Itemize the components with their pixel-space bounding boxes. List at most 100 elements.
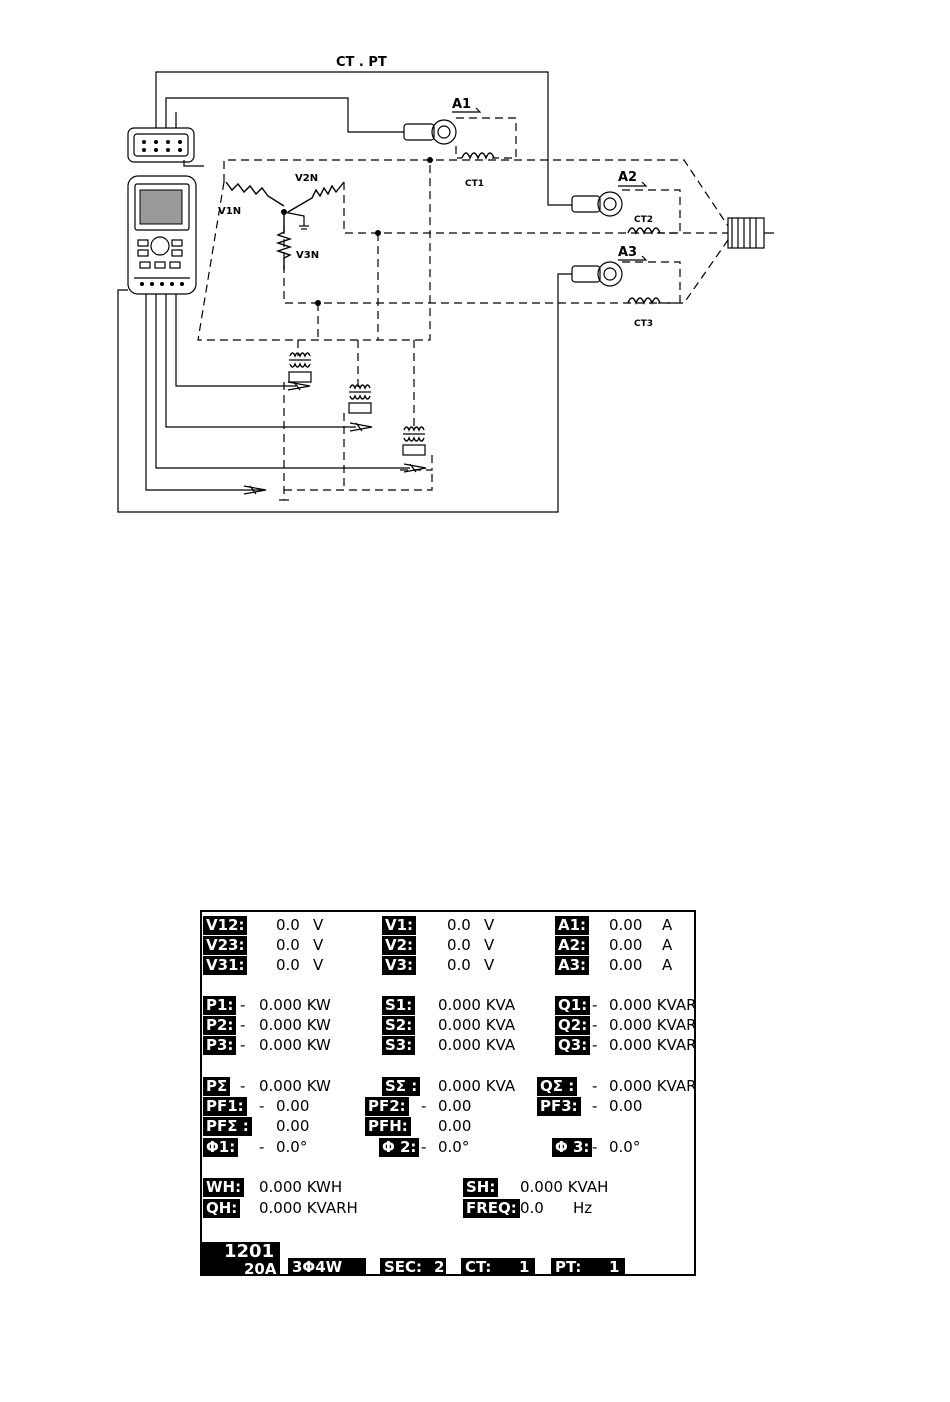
qh-label: QH:	[203, 1199, 241, 1218]
v31-value: 0.0	[276, 956, 300, 974]
v1-value: 0.0	[447, 916, 471, 934]
q1-label: Q1:	[555, 996, 591, 1015]
clamp-a1-icon	[403, 119, 457, 145]
power-meter-device	[127, 175, 197, 295]
a1-label: A1:	[555, 916, 590, 935]
pf1-label: PF1:	[203, 1097, 247, 1116]
s3-label: S3:	[382, 1036, 416, 1055]
phi1-sign: -	[259, 1138, 265, 1156]
v1-label: V1:	[382, 916, 417, 935]
ct-pt-connector	[127, 127, 195, 163]
star-windings	[225, 181, 345, 270]
a3-label: A3:	[555, 956, 590, 975]
a1-value: 0.00	[609, 916, 643, 934]
v2n-label: V2N	[295, 173, 318, 184]
motor-icon	[727, 217, 774, 249]
clamp-a2-icon	[571, 191, 623, 217]
qsum-sign: -	[592, 1077, 598, 1095]
phi2-value: 0.0°	[438, 1138, 470, 1156]
pt-value: 1	[609, 1258, 620, 1276]
q3-sign: -	[592, 1036, 598, 1054]
phi2-sign: -	[421, 1138, 427, 1156]
p1-label: P1:	[203, 996, 237, 1015]
ct-label: CT:	[465, 1258, 492, 1276]
freq-label: FREQ:	[463, 1199, 520, 1218]
pfh-label: PFH:	[365, 1117, 411, 1136]
qsum-value: 0.000 KVAR	[609, 1077, 697, 1095]
a1-label: A1	[452, 97, 471, 112]
pf1-sign: -	[259, 1097, 265, 1115]
a2-label: A2:	[555, 936, 590, 955]
v1-unit: V	[484, 916, 495, 934]
sec-label: SEC:	[384, 1258, 423, 1276]
wiring-mode: 3Φ4W	[288, 1258, 366, 1276]
a3-unit: A	[662, 956, 673, 974]
psum-label: PΣ	[203, 1077, 231, 1096]
ssum-value: 0.000 KVA	[438, 1077, 516, 1095]
q1-sign: -	[592, 996, 598, 1014]
ct-value: 1	[519, 1258, 530, 1276]
pf2-value: 0.00	[438, 1097, 472, 1115]
sec-value: 2	[434, 1258, 445, 1276]
a2-unit: A	[662, 936, 673, 954]
v31-label: V31:	[203, 956, 248, 975]
p3-value: 0.000 KW	[259, 1036, 331, 1054]
q2-sign: -	[592, 1016, 598, 1034]
pt-transformer-3	[402, 340, 426, 456]
pf3-sign: -	[592, 1097, 598, 1115]
pfsum-label: PFΣ :	[203, 1117, 252, 1136]
v23-value: 0.0	[276, 936, 300, 954]
v2-label: V2:	[382, 936, 417, 955]
psum-value: 0.000 KW	[259, 1077, 331, 1095]
ssum-label: SΣ :	[382, 1077, 421, 1096]
freq-value: 0.0	[520, 1199, 544, 1217]
pf3-value: 0.00	[609, 1097, 643, 1115]
pt-transformer-1	[288, 340, 312, 383]
s2-label: S2:	[382, 1016, 416, 1035]
phi1-value: 0.0°	[276, 1138, 308, 1156]
v2-value: 0.0	[447, 936, 471, 954]
p2-sign: -	[240, 1016, 246, 1034]
p1-sign: -	[240, 996, 246, 1014]
p1-value: 0.000 KW	[259, 996, 331, 1014]
pf3-label: PF3:	[537, 1097, 581, 1116]
v3n-label: V3N	[296, 250, 319, 261]
v3-unit: V	[484, 956, 495, 974]
v3-value: 0.0	[447, 956, 471, 974]
p3-label: P3:	[203, 1036, 237, 1055]
sh-label: SH:	[463, 1178, 499, 1197]
v31-unit: V	[313, 956, 324, 974]
s2-value: 0.000 KVA	[438, 1016, 516, 1034]
pfsum-value: 0.00	[276, 1117, 310, 1135]
status-model-box: 1201 20A	[202, 1242, 280, 1278]
psum-sign: -	[240, 1077, 246, 1095]
phi2-label: Φ 2:	[379, 1138, 420, 1157]
qh-value: 0.000 KVARH	[259, 1199, 358, 1217]
phi3-label: Φ 3:	[552, 1138, 593, 1157]
v12-value: 0.0	[276, 916, 300, 934]
q1-value: 0.000 KVAR	[609, 996, 697, 1014]
v3-label: V3:	[382, 956, 417, 975]
v23-label: V23:	[203, 936, 248, 955]
s1-value: 0.000 KVA	[438, 996, 516, 1014]
phi3-value: 0.0°	[609, 1138, 641, 1156]
q2-value: 0.000 KVAR	[609, 1016, 697, 1034]
range-value: 20A	[244, 1260, 277, 1278]
lcd-screen: V12: 0.0 V V1: 0.0 V A1: 0.00 A V23: 0.0…	[200, 910, 697, 1278]
wiring-diagram: CT . PT A1 CT1 A2 CT2 A3 CT3	[117, 55, 774, 513]
p2-label: P2:	[203, 1016, 237, 1035]
wh-label: WH:	[203, 1178, 245, 1197]
q3-label: Q3:	[555, 1036, 591, 1055]
clamp-a3-icon	[571, 261, 623, 287]
pt-label: PT:	[555, 1258, 582, 1276]
q3-value: 0.000 KVAR	[609, 1036, 697, 1054]
pf1-value: 0.00	[276, 1097, 310, 1115]
s1-label: S1:	[382, 996, 416, 1015]
v12-unit: V	[313, 916, 324, 934]
sec-box: SEC: 2	[380, 1258, 446, 1276]
phi3-sign: -	[592, 1138, 598, 1156]
q2-label: Q2:	[555, 1016, 591, 1035]
a2-label: A2	[618, 170, 637, 185]
p2-value: 0.000 KW	[259, 1016, 331, 1034]
ct-box: CT: 1	[461, 1258, 535, 1276]
